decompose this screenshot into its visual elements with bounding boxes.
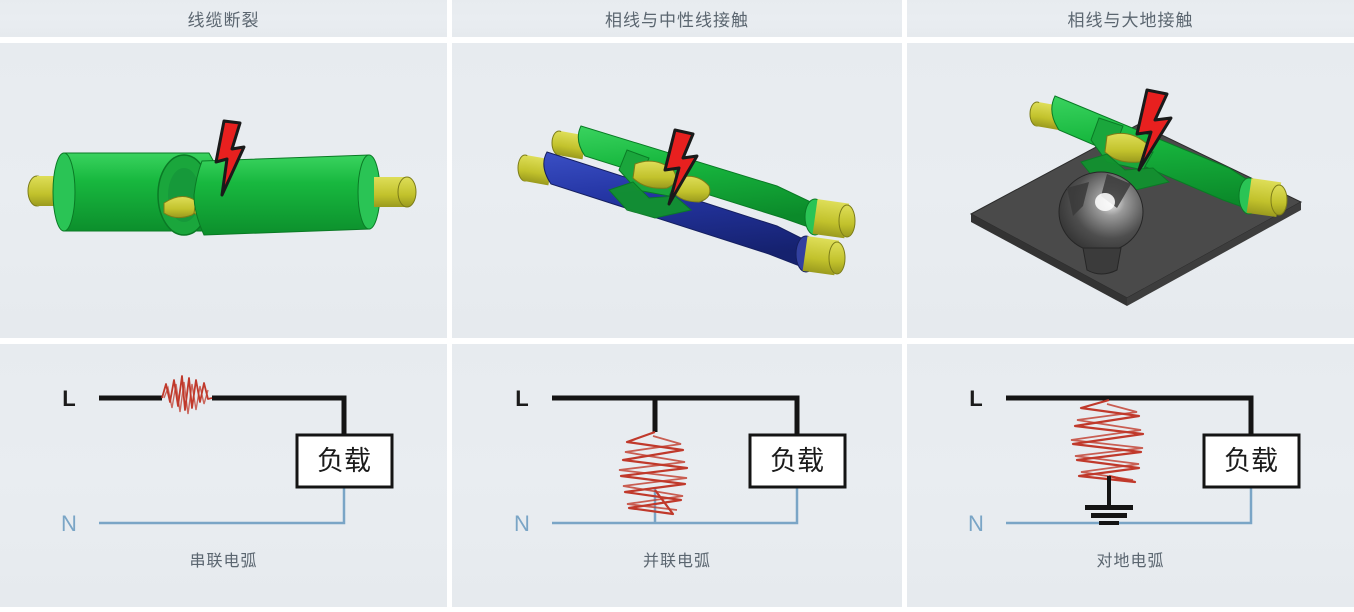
horizontal-divider-top-1: [0, 37, 447, 43]
cable-ground-contact-illustration: [969, 88, 1302, 306]
column-header-cell-1: 线缆断裂: [0, 0, 447, 37]
illustration-cell-3: [907, 43, 1354, 338]
horizontal-divider-mid-3: [907, 338, 1354, 344]
horizontal-divider-mid-1: [0, 338, 447, 344]
series-arc-symbol-overlay: [162, 381, 209, 415]
load-box: [295, 433, 393, 489]
load-label: 负载: [770, 446, 824, 477]
vertical-divider-2: [902, 0, 907, 37]
horizontal-divider-top-2: [452, 37, 902, 43]
column-header-cell-3: 相线与大地接触: [907, 0, 1354, 37]
lightning-bolt-icon: [1135, 88, 1172, 171]
neutral-conductor-line: [98, 485, 345, 525]
column-header-title-1: 线缆断裂: [187, 11, 260, 31]
circuit-cell-2: 负载 L N 并联电弧: [452, 344, 902, 607]
lightning-bolt-icon: [214, 119, 245, 196]
divider-cross-2: [902, 37, 907, 43]
neutral-label-N: N: [514, 511, 530, 536]
line-conductor: [552, 395, 800, 435]
vertical-divider-1: [447, 0, 452, 37]
line-conductor-right: [211, 395, 346, 435]
ground-arc-symbol: [1071, 398, 1144, 484]
vertical-divider-4: [902, 43, 907, 338]
neutral-label-N: N: [61, 511, 77, 536]
column-header-title-3: 相线与大地接触: [1067, 11, 1194, 31]
column-header-title-2: 相线与中性线接触: [605, 11, 749, 31]
load-label: 负载: [1224, 446, 1278, 477]
neutral-conductor-line: [1005, 485, 1252, 525]
parallel-arc-symbol-overlay: [618, 435, 688, 511]
parallel-arc-circuit-diagram: 负载 L N: [514, 386, 847, 536]
series-arc-circuit-diagram: 负载 L N: [61, 375, 393, 536]
cable-break-illustration: [27, 119, 416, 236]
vertical-divider-5: [447, 344, 452, 607]
ground-arc-symbol-overlay: [1070, 403, 1143, 481]
line-conductor: [1005, 395, 1253, 435]
column-caption-1: 串联电弧: [189, 551, 258, 570]
load-box: [1202, 433, 1300, 489]
divider-cross-4: [902, 338, 907, 344]
load-box: [748, 433, 847, 489]
ground-arc-circuit-diagram: 负载 L N: [968, 386, 1300, 536]
illustration-cell-2: [452, 43, 902, 338]
parallel-arc-symbol: [619, 430, 689, 516]
divider-cross-1: [447, 37, 452, 43]
circuit-cell-1: 负载 L N 串联电弧: [0, 344, 447, 607]
neutral-label-N: N: [968, 511, 984, 536]
line-label-L: L: [969, 386, 982, 411]
load-label: 负载: [317, 446, 371, 477]
column-caption-2: 并联电弧: [642, 551, 711, 570]
lightning-bolt-icon: [663, 128, 699, 205]
column-header-cell-2: 相线与中性线接触: [452, 0, 902, 37]
illustration-cell-1: [0, 43, 447, 338]
ground-symbol-icon: [1084, 505, 1133, 525]
column-caption-3: 对地电弧: [1096, 551, 1165, 570]
two-cable-contact-illustration: [517, 124, 856, 275]
vertical-divider-6: [902, 344, 907, 607]
line-label-L: L: [515, 386, 528, 411]
horizontal-divider-top-3: [907, 37, 1354, 43]
divider-cross-3: [447, 338, 452, 344]
line-label-L: L: [62, 386, 75, 411]
horizontal-divider-mid-2: [452, 338, 902, 344]
circuit-cell-3: 负载 L N 对地电弧: [907, 344, 1354, 607]
vertical-divider-3: [447, 43, 452, 338]
neutral-conductor-line: [552, 485, 799, 525]
